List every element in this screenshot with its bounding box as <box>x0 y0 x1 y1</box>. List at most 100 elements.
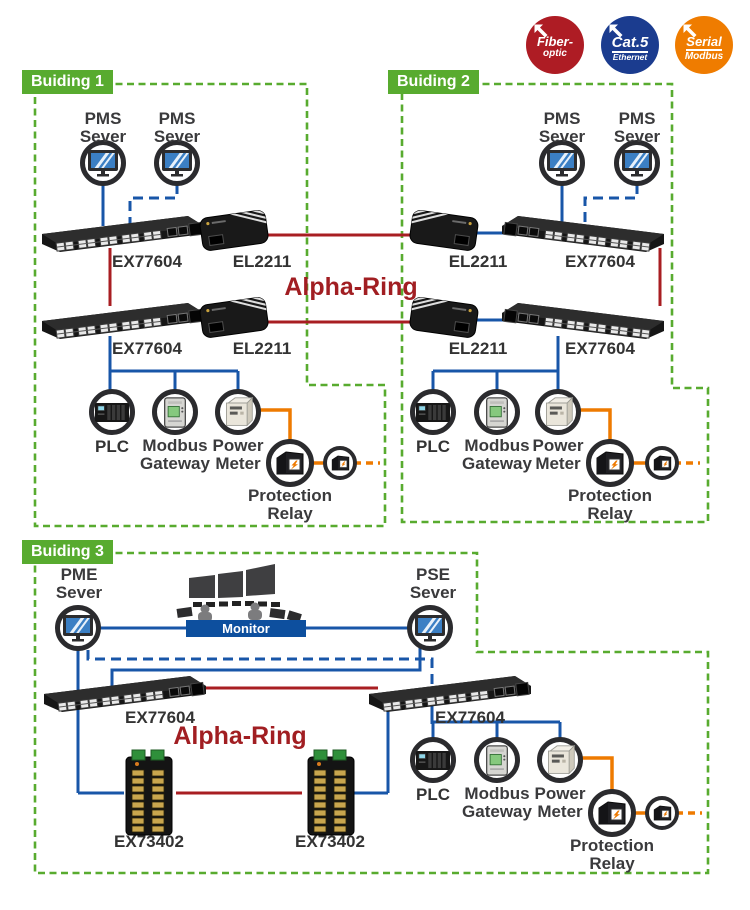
modbus-gateway-label: Modbus Gateway <box>462 436 532 474</box>
monitor-icon <box>87 150 119 177</box>
pse-server-label: PSE Sever <box>409 565 457 603</box>
pms-server2-node <box>614 140 660 186</box>
pms-server1-label: PMS Sever <box>79 109 127 147</box>
din-switch-ex73402-left <box>120 748 178 838</box>
power-meter-icon <box>223 397 254 428</box>
protection-relay-node-small <box>645 796 679 830</box>
alpha-ring-label-top: Alpha-Ring <box>284 273 418 301</box>
monitor-icon <box>621 150 653 177</box>
plc-node <box>410 389 456 435</box>
ethernet-backup-links <box>86 184 639 688</box>
protection-relay-icon <box>596 799 628 827</box>
switch-label: EX77604 <box>565 252 635 271</box>
switch-label: EX77604 <box>112 252 182 271</box>
protection-relay-icon <box>330 454 351 472</box>
power-meter-icon <box>545 745 576 776</box>
switch-label: EX77604 <box>125 708 195 727</box>
protection-relay-icon <box>274 449 306 477</box>
arrow-nw-icon <box>608 23 624 39</box>
building2-border <box>400 82 710 524</box>
legend-label: Cat.5 <box>611 34 649 53</box>
protection-relay-icon <box>652 804 673 822</box>
modbus-gateway-icon <box>484 745 510 776</box>
building2-label: Buiding 2 <box>388 70 479 94</box>
control-room-image <box>175 562 305 624</box>
modbus-gateway-icon <box>484 397 510 428</box>
switch-ex77604-bottom <box>498 295 668 341</box>
pms-server1-label: PMS Sever <box>538 109 586 147</box>
pms-server2-node <box>154 140 200 186</box>
plc-icon <box>95 400 129 425</box>
monitor-icon <box>414 615 446 642</box>
plc-node <box>410 737 456 783</box>
converter-label: EL2211 <box>448 339 508 358</box>
legend-serial-modbus: Serial Modbus <box>675 16 733 74</box>
legend-fiber-optic: Fiber- optic <box>526 16 584 74</box>
pms-server2-label: PMS Sever <box>613 109 661 147</box>
power-meter-label: Power Meter <box>532 436 584 474</box>
power-meter-label: Power Meter <box>534 784 586 822</box>
modbus-gateway-label: Modbus Gateway <box>140 436 210 474</box>
legend-cat5-ethernet: Cat.5 Ethernet <box>601 16 659 74</box>
media-converter-el2211-top <box>196 206 272 254</box>
plc-label: PLC <box>416 785 450 804</box>
din-switch-label: EX73402 <box>114 832 184 851</box>
power-meter-label: Power Meter <box>212 436 264 474</box>
switch-label: EX77604 <box>112 339 182 358</box>
pme-server-node <box>55 605 101 651</box>
pms-server1-node <box>80 140 126 186</box>
legend-sublabel: Modbus <box>684 51 724 62</box>
arrow-nw-icon <box>682 23 698 39</box>
protection-relay-node-small <box>645 446 679 480</box>
modbus-gateway-node <box>474 389 520 435</box>
switch-label: EX77604 <box>435 708 505 727</box>
plc-icon <box>416 400 450 425</box>
din-switch-ex73402-right <box>302 748 360 838</box>
protection-relay-label: Protection Relay <box>569 836 655 874</box>
power-meter-node <box>215 389 261 435</box>
protection-relay-node-small <box>323 446 357 480</box>
modbus-gateway-icon <box>162 397 188 428</box>
protection-relay-icon <box>652 454 673 472</box>
modbus-gateway-label: Modbus Gateway <box>462 784 532 822</box>
monitor-icon <box>161 150 193 177</box>
monitor-icon <box>546 150 578 177</box>
plc-icon <box>416 748 450 773</box>
power-meter-node <box>537 737 583 783</box>
protection-relay-node <box>266 439 314 487</box>
protection-relay-node <box>586 439 634 487</box>
protection-relay-node <box>588 789 636 837</box>
switch-label: EX77604 <box>565 339 635 358</box>
pse-server-node <box>407 605 453 651</box>
pms-server2-label: PMS Sever <box>153 109 201 147</box>
protection-relay-label: Protection Relay <box>567 486 653 524</box>
switch-ex77604-bottom <box>38 295 208 341</box>
monitor-bar: Monitor <box>186 620 306 637</box>
media-converter-el2211-top <box>406 206 482 254</box>
converter-label: EL2211 <box>448 252 508 271</box>
plc-label: PLC <box>416 437 450 456</box>
converter-label: EL2211 <box>232 339 292 358</box>
arrow-nw-icon <box>533 23 549 39</box>
building3-border <box>33 551 710 875</box>
building3-label: Buiding 3 <box>22 540 113 564</box>
switch-ex77604-top <box>498 208 668 254</box>
plc-label: PLC <box>95 437 129 456</box>
monitor-icon <box>62 615 94 642</box>
legend-label: Serial <box>686 34 722 51</box>
building1-border <box>33 82 387 528</box>
power-meter-node <box>535 389 581 435</box>
media-converter-el2211-bottom <box>196 293 272 341</box>
pme-server-label: PME Sever <box>55 565 103 603</box>
protection-relay-icon <box>594 449 626 477</box>
plc-node <box>89 389 135 435</box>
alpha-ring-label-bottom: Alpha-Ring <box>173 722 307 750</box>
pms-server1-node <box>539 140 585 186</box>
fiber-links <box>108 233 662 795</box>
switch-ex77604-top <box>38 208 208 254</box>
converter-label: EL2211 <box>232 252 292 271</box>
power-meter-icon <box>543 397 574 428</box>
legend-sublabel: Ethernet <box>612 52 648 62</box>
legend-label: Fiber- <box>536 34 574 49</box>
